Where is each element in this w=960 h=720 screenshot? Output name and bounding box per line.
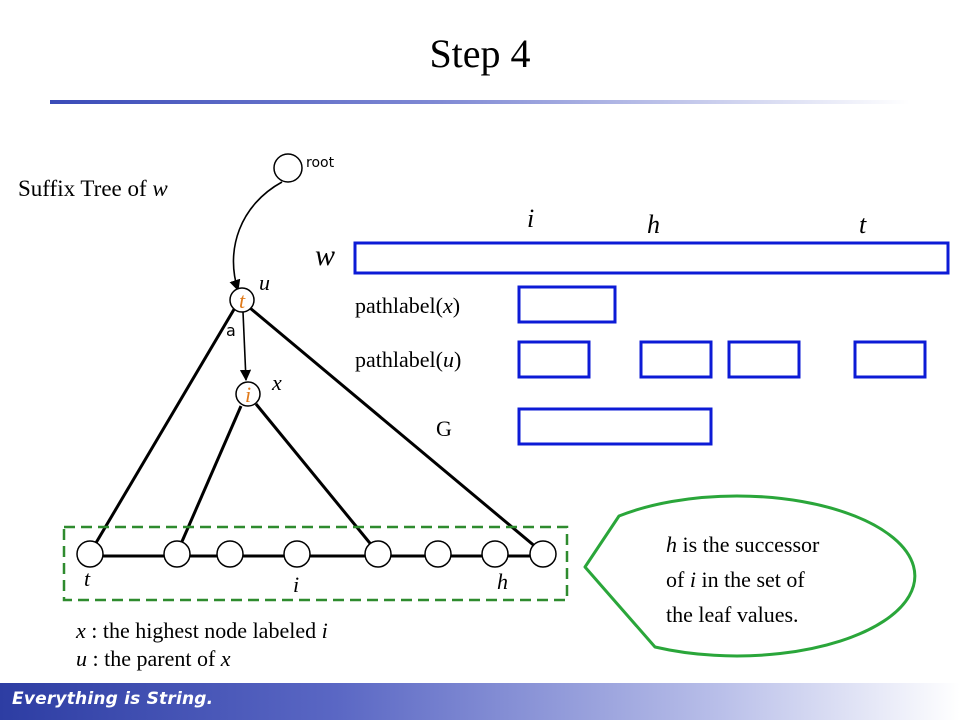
root-to-u-edge bbox=[229, 181, 283, 292]
node-x-label: x bbox=[271, 370, 282, 395]
edge-u-to-x bbox=[239, 311, 252, 382]
leaf-label-h: h bbox=[497, 569, 508, 594]
node-u-letter: t bbox=[239, 288, 246, 313]
pathlabel-u-box bbox=[517, 340, 591, 379]
pathlabel-u-label: pathlabel(u) bbox=[355, 347, 461, 372]
pathlabel-u-box bbox=[853, 340, 927, 379]
marker-h: h bbox=[647, 210, 660, 239]
node-u-label: u bbox=[259, 270, 270, 295]
marker-t: t bbox=[859, 210, 867, 239]
legend-x-definition: x : the highest node labeled i bbox=[75, 618, 328, 643]
callout-bubble bbox=[583, 494, 917, 658]
node-x-letter: i bbox=[245, 382, 251, 407]
leaf-node bbox=[76, 540, 104, 568]
pathlabel-x-label: pathlabel(x) bbox=[355, 293, 460, 318]
g-label: G bbox=[436, 416, 452, 441]
leaf-label-t: t bbox=[84, 566, 91, 591]
pathlabel-x-box bbox=[517, 285, 617, 324]
edge-u-to-leaf-t bbox=[88, 305, 238, 554]
footer-text: Everything is String. bbox=[12, 689, 214, 709]
callout-line-2: of i in the set of bbox=[666, 567, 805, 592]
footer-bar: Everything is String. bbox=[0, 683, 960, 720]
pathlabel-u-boxes bbox=[517, 340, 927, 379]
slide-title: Step 4 bbox=[429, 31, 531, 76]
edge-x-to-leaf-left bbox=[175, 405, 243, 554]
node-u-sublabel: a bbox=[226, 321, 236, 340]
node-u bbox=[229, 287, 255, 313]
callout-line-3: the leaf values. bbox=[666, 602, 799, 627]
root-node bbox=[273, 153, 303, 183]
legend-u-definition: u : the parent of x bbox=[76, 646, 231, 671]
leaf-node bbox=[163, 540, 191, 568]
callout-line-1: h is the successor bbox=[666, 532, 820, 557]
edge-x-to-leaf-right bbox=[254, 403, 380, 554]
string-w-label: w bbox=[315, 239, 335, 272]
leaf-node bbox=[216, 540, 244, 568]
pathlabel-u-box bbox=[727, 340, 801, 379]
leaf-node bbox=[283, 540, 311, 568]
leaf-node bbox=[424, 540, 452, 568]
leaf-node bbox=[364, 540, 392, 568]
marker-i: i bbox=[527, 204, 534, 233]
edge-u-to-leaf-h bbox=[249, 306, 544, 555]
title-divider bbox=[50, 100, 910, 104]
node-x bbox=[235, 381, 261, 407]
leaf-node bbox=[529, 540, 557, 568]
leaf-label-i: i bbox=[293, 572, 299, 597]
root-label: root bbox=[306, 155, 335, 171]
g-box bbox=[517, 407, 713, 446]
leaf-node bbox=[481, 540, 509, 568]
string-w-box bbox=[353, 241, 950, 275]
tree-heading: Suffix Tree of w bbox=[18, 176, 168, 201]
leaf-nodes bbox=[76, 540, 557, 568]
leaf-group-box bbox=[62, 525, 569, 602]
pathlabel-u-box bbox=[639, 340, 713, 379]
